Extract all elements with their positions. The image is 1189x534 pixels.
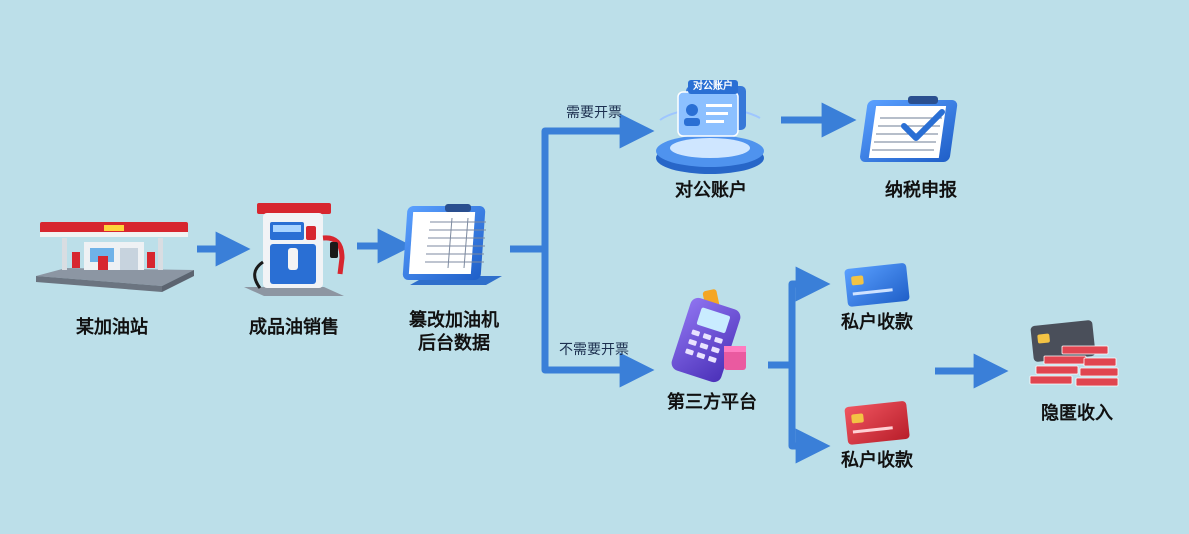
node-label-tax-declare: 纳税申报 <box>885 180 957 201</box>
edge-label-need-invoice: 需要开票 <box>566 105 622 121</box>
node-label-gas-station: 某加油站 <box>76 317 148 338</box>
gas-station-icon <box>36 222 194 292</box>
node-label-private-top: 私户收款 <box>841 312 913 333</box>
fuel-pump-icon <box>244 203 345 296</box>
tax-clipboard-icon <box>860 96 958 162</box>
node-label-fuel-sales: 成品油销售 <box>249 317 339 338</box>
connector-arrows <box>197 102 1009 464</box>
node-label-tamper-line1: 篡改加油机 <box>409 310 499 331</box>
node-label-third-party: 第三方平台 <box>667 392 757 413</box>
arrow-third-to-private-top <box>768 266 831 369</box>
cash-stack-icon <box>1029 320 1119 387</box>
edge-label-no-invoice: 不需要开票 <box>559 342 629 358</box>
node-label-hidden-income: 隐匿收入 <box>1041 403 1113 424</box>
account-card-badge: 对公账户 <box>693 81 733 92</box>
arrow-third-to-private-bottom <box>788 365 831 464</box>
bank-card-blue-icon <box>844 263 910 307</box>
node-label-tamper-line2: 后台数据 <box>418 333 490 354</box>
arrow-branch-invoice <box>510 113 655 253</box>
account-card-icon <box>656 80 764 174</box>
node-label-private-bottom: 私户收款 <box>841 450 913 471</box>
node-label-corporate-account: 对公账户 <box>675 180 747 201</box>
arrow-branch-no-invoice <box>541 249 655 388</box>
bank-card-red-icon <box>844 401 910 445</box>
clipboard-data-icon <box>402 204 502 285</box>
pos-terminal-icon <box>671 289 746 383</box>
